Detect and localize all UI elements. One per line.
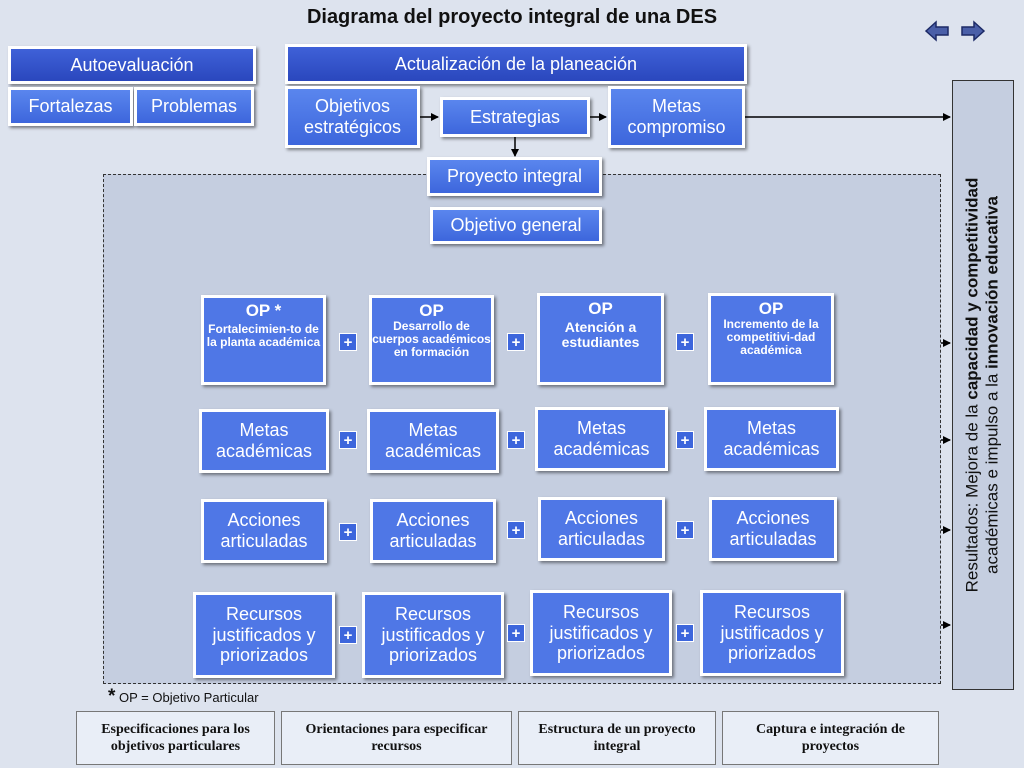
metas-compromiso-box: Metas compromiso (608, 86, 745, 148)
resultados-line1-bold: capacidad y competitividad (962, 177, 982, 400)
arrow-right-icon[interactable] (960, 18, 986, 44)
page-title: Diagrama del proyecto integral de una DE… (306, 6, 718, 28)
proyecto-integral-box: Proyecto integral (427, 157, 602, 196)
plus-icon: + (676, 521, 694, 539)
metas-academicas-box-1: Metas académicas (199, 409, 329, 473)
recursos-box-1: Recursos justificados y priorizados (193, 592, 335, 678)
metas-academicas-box-2: Metas académicas (367, 409, 499, 473)
fortalezas-box: Fortalezas (8, 87, 133, 126)
objetivo-general-box: Objetivo general (430, 207, 602, 244)
estrategias-box: Estrategias (440, 97, 590, 137)
plus-icon: + (676, 333, 694, 351)
estructura-button[interactable]: Estructura de un proyecto integral (518, 711, 716, 765)
op-box-2: OP Desarrollo de cuerpos académicos en f… (369, 295, 494, 385)
resultados-text: Resultados: Mejora de la capacidad y com… (963, 85, 1004, 685)
plus-icon: + (676, 431, 694, 449)
problemas-box: Problemas (134, 87, 254, 126)
especificaciones-button[interactable]: Especificaciones para los objetivos part… (76, 711, 275, 765)
op-description: Atención a estudiantes (561, 318, 640, 351)
resultados-line1: Resultados: Mejora de la (962, 399, 982, 593)
op-box-1: OP * Fortalecimien-to de la planta acadé… (201, 295, 326, 385)
orientaciones-button[interactable]: Orientaciones para especificar recursos (281, 711, 512, 765)
acciones-articuladas-box-2: Acciones articuladas (370, 499, 496, 563)
arrow-left-icon[interactable] (924, 18, 950, 44)
recursos-box-4: Recursos justificados y priorizados (700, 590, 844, 676)
autoevaluacion-header: Autoevaluación (8, 46, 256, 84)
objetivos-estrategicos-box: Objetivos estratégicos (285, 86, 420, 148)
plus-icon: + (507, 624, 525, 642)
op-box-3: OP Atención a estudiantes (537, 293, 664, 385)
acciones-articuladas-box-4: Acciones articuladas (709, 497, 837, 561)
op-label: OP (758, 299, 784, 318)
op-label: OP (419, 301, 444, 320)
acciones-articuladas-box-3: Acciones articuladas (538, 497, 665, 561)
plus-icon: + (507, 521, 525, 539)
metas-academicas-box-4: Metas académicas (704, 407, 839, 471)
captura-button[interactable]: Captura e integración de proyectos (722, 711, 939, 765)
op-description: Desarrollo de cuerpos académicos en form… (372, 318, 491, 360)
footnote-star: * (108, 686, 116, 707)
resultados-line2: académicas e impulso a la (983, 368, 1002, 574)
planeacion-header: Actualización de la planeación (285, 44, 747, 84)
plus-icon: + (339, 333, 357, 351)
recursos-box-2: Recursos justificados y priorizados (362, 592, 504, 678)
op-box-4: OP Incremento de la competitivi-dad acad… (708, 293, 834, 385)
recursos-box-3: Recursos justificados y priorizados (530, 590, 672, 676)
footnote: * OP = Objetivo Particular (108, 686, 259, 708)
plus-icon: + (507, 431, 525, 449)
plus-icon: + (507, 333, 525, 351)
resultados-line2-bold: innovación educativa (983, 196, 1002, 369)
resultados-box: Resultados: Mejora de la capacidad y com… (952, 80, 1014, 690)
plus-icon: + (339, 626, 357, 644)
footnote-text: OP = Objetivo Particular (115, 690, 259, 705)
op-description: Incremento de la competitivi-dad académi… (723, 316, 819, 358)
op-label: OP (588, 299, 613, 318)
acciones-articuladas-box-1: Acciones articuladas (201, 499, 327, 563)
plus-icon: + (676, 624, 694, 642)
metas-academicas-box-3: Metas académicas (535, 407, 668, 471)
plus-icon: + (339, 431, 357, 449)
op-label: OP * (245, 301, 282, 320)
plus-icon: + (339, 523, 357, 541)
op-description: Fortalecimien-to de la planta académica (206, 321, 321, 350)
